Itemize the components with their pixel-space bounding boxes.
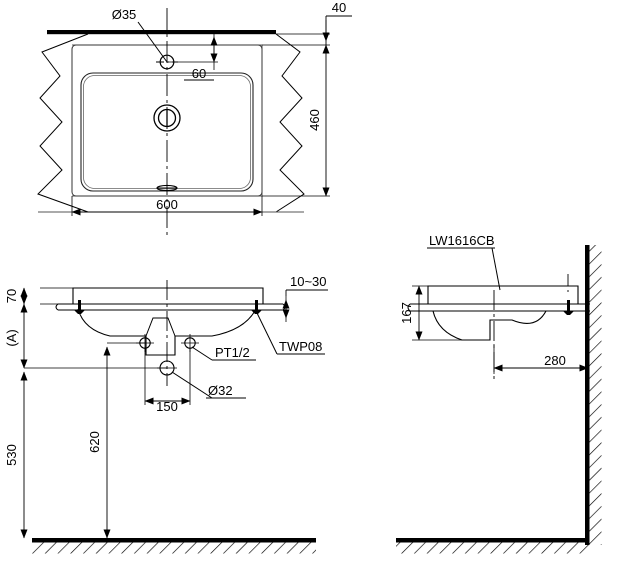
front-leader-pt12: [191, 346, 213, 361]
dim-side-height: 167: [399, 302, 414, 324]
dim-projection-from-wall: 280: [544, 353, 566, 368]
dim-depth: 460: [307, 109, 322, 131]
dim-rear-edge-to-basin: 40: [332, 0, 346, 15]
plan-break-line-right: [275, 33, 305, 213]
dim-hole-diameter: Ø35: [112, 7, 137, 22]
front-counter-left-cap: [55, 303, 59, 311]
dim-drain-diameter: Ø32: [208, 383, 233, 398]
side-bowl-profile: [432, 310, 547, 341]
side-leader-product: [491, 247, 501, 291]
front-bowl-drain-neck: [145, 317, 176, 337]
side-counter-left-cap: [407, 303, 411, 312]
side-wall-hatching: [589, 245, 602, 545]
side-view-group: LW1616CB 167 280: [396, 233, 602, 554]
plan-drain-outer-ring: [153, 104, 181, 132]
front-bracket-right: [251, 300, 262, 314]
plan-drain-inner-ring: [157, 108, 177, 128]
label-bracket-code: TWP08: [279, 339, 322, 354]
dim-hole-offset: 60: [192, 66, 206, 81]
label-product-code: LW1616CB: [429, 233, 495, 248]
front-bracket-left: [74, 300, 85, 314]
plan-rear-edge-bar: [47, 30, 276, 35]
front-leader-drain-dia: [171, 371, 213, 399]
dim-counter-thickness: 70: [4, 289, 19, 303]
side-wall-line: [585, 245, 590, 545]
plan-break-line-left: [37, 33, 89, 213]
top-view-group: Ø35 60 40 460 600: [37, 0, 352, 238]
side-floor-line: [396, 538, 589, 543]
dim-supply-spacing: 150: [156, 399, 178, 414]
dim-clearance: 10~30: [290, 274, 327, 289]
front-floor-hatching: [32, 542, 316, 554]
dim-supply-height: 620: [87, 431, 102, 453]
plan-leader-hole-diameter: [137, 21, 168, 63]
dim-height-reference: (A): [4, 329, 19, 346]
label-supply-connection: PT1/2: [215, 345, 250, 360]
front-view-group: PT1/2 TWP08 Ø32 10~30 70 (A) 150 620: [4, 274, 328, 554]
front-bowl-profile: [77, 308, 257, 356]
side-bracket: [563, 300, 574, 315]
dim-basin-height: 530: [4, 444, 19, 466]
front-floor-line: [32, 538, 316, 543]
dim-width: 600: [156, 197, 178, 212]
front-leader-twp08: [256, 312, 278, 355]
side-floor-hatching: [396, 542, 589, 554]
